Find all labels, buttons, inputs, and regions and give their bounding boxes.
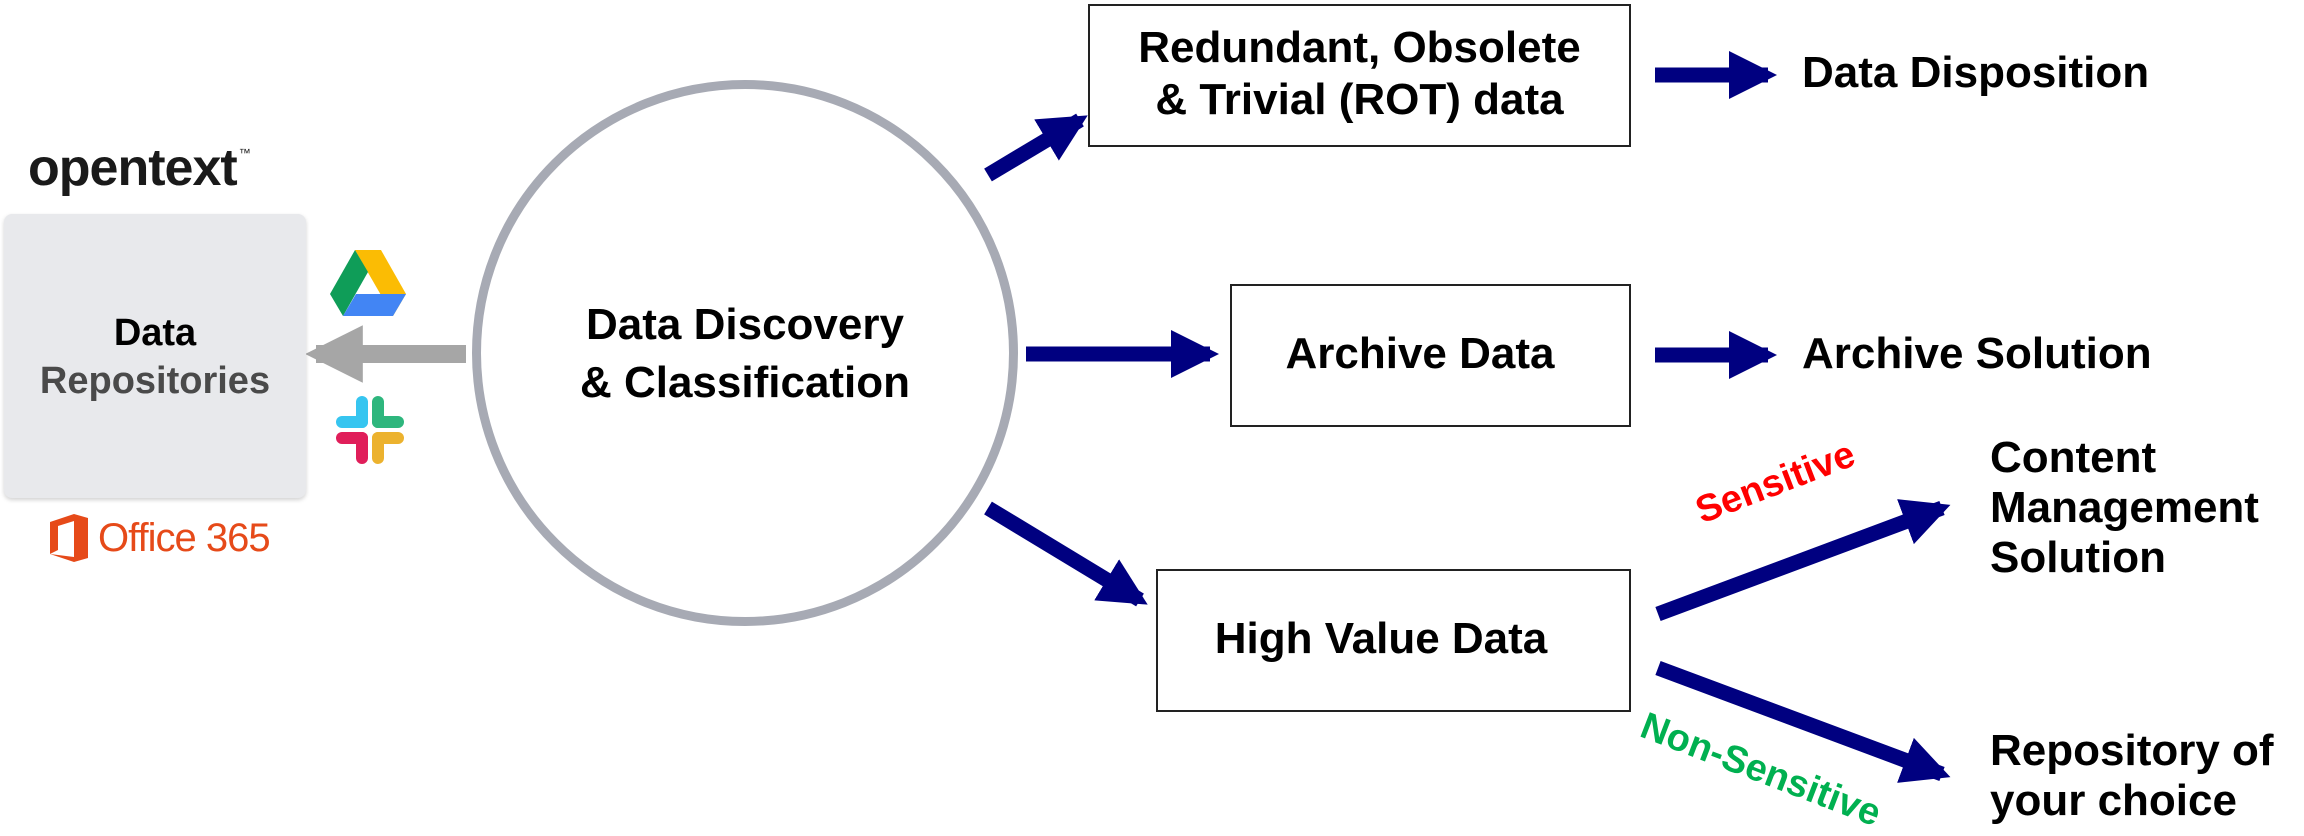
office-365-logo: Office 365 [46,512,271,564]
rot-data-label: Redundant, Obsolete & Trivial (ROT) data [1138,23,1581,124]
google-drive-icon [330,250,406,316]
high-value-data-box [1156,569,1631,712]
arrow-to-rot [984,113,1088,182]
discovery-circle [472,80,1018,626]
content-management-label: Content Management Solution [1990,433,2259,582]
repo-subtitle: Repositories [39,360,271,402]
arrow-to-repository [1655,660,1951,783]
data-disposition-label: Data Disposition [1802,48,2150,97]
office-365-icon [50,514,88,562]
discovery-label: Data Discovery & Classification [579,300,911,407]
archive-data-label: Archive Data [1285,329,1555,378]
archive-data-box [1230,284,1631,427]
archive-solution-label: Archive Solution [1802,329,2152,378]
arrow-to-high-value [984,501,1148,607]
high-value-data-label: High Value Data [1214,614,1548,663]
repository-choice-label: Repository of your choice [1990,726,2274,825]
slack-icon [336,396,404,464]
repo-title: Data [113,312,197,354]
arrow-to-cms [1655,499,1951,622]
data-repositories-box [4,214,306,498]
rot-data-box [1088,4,1631,147]
